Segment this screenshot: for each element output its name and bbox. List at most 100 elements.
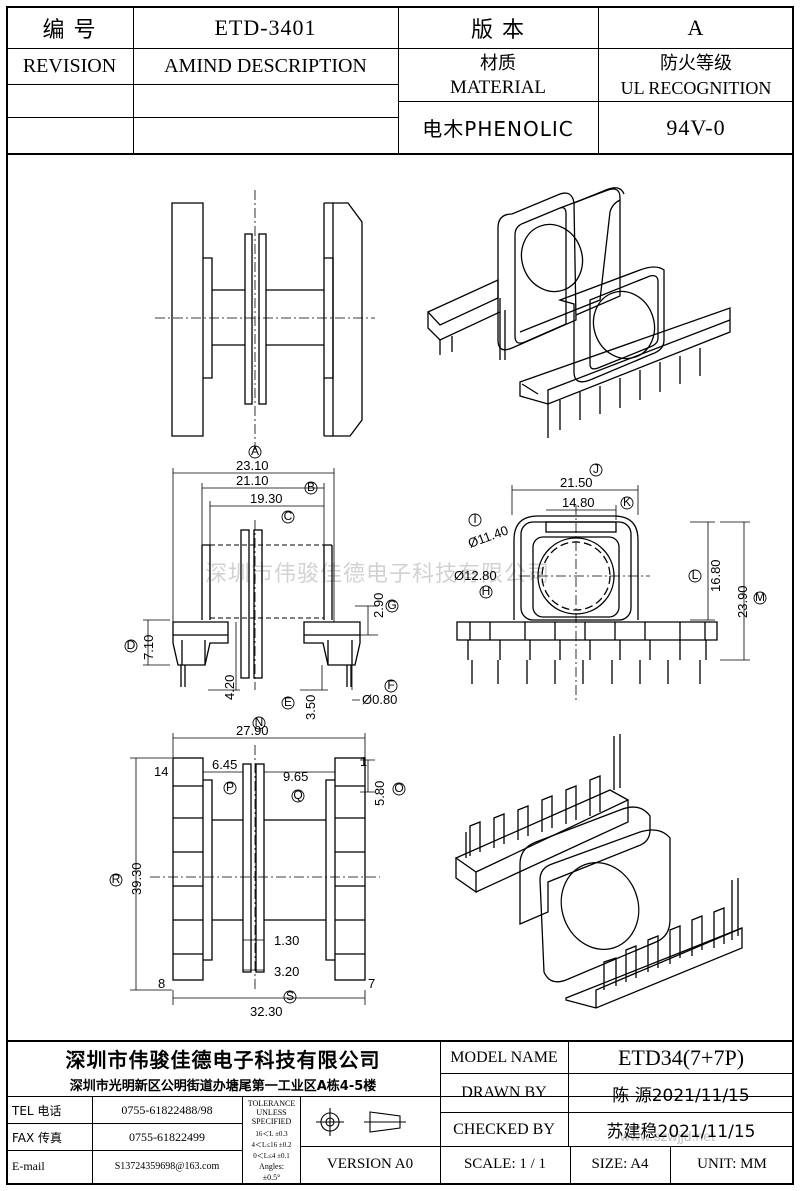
letter-h: H: [482, 584, 491, 598]
pin-8: 8: [158, 976, 165, 991]
fax-label: FAX 传真: [12, 1130, 63, 1145]
company-address: 深圳市光明新区公明街道办塘尾第一工业区A栋4-5楼: [69, 1078, 377, 1094]
dim-f: Ø0.80: [362, 692, 397, 707]
tolerance-row-1: 16＜L ±0.3: [255, 1129, 288, 1138]
dim-c: 19.30: [250, 491, 283, 506]
dim-a: 23.10: [236, 458, 269, 473]
letter-s: S: [286, 989, 294, 1003]
dim-e: 3.50: [303, 695, 318, 720]
dim-d: 7.10: [141, 635, 156, 660]
tolerance-row-4: Angles:: [259, 1161, 284, 1171]
footer-divider: [570, 1146, 571, 1185]
pin-1: 1: [360, 754, 367, 769]
ul-value: 94V-0: [666, 114, 726, 140]
material-label-cn: 材质: [480, 53, 516, 74]
letter-d: D: [127, 638, 136, 652]
email-label: E-mail: [12, 1158, 45, 1173]
letter-m: M: [755, 590, 765, 604]
model-label: MODEL NAME: [450, 1048, 558, 1066]
letter-g: G: [387, 598, 396, 612]
material-label-en: MATERIAL: [449, 77, 547, 98]
letter-a: A: [251, 444, 259, 458]
footer-divider: [6, 1040, 794, 1042]
dim-s: 32.30: [250, 1004, 283, 1019]
letter-c: C: [284, 509, 293, 523]
tolerance-title: TOLERANCE UNLESS SPECIFIED: [247, 1098, 296, 1126]
dim-i: Ø11.40: [466, 522, 510, 550]
footer-divider: [300, 1146, 440, 1147]
version-label: VERSION A0: [326, 1155, 414, 1172]
letter-j: J: [593, 462, 599, 476]
footer-divider: [568, 1040, 569, 1146]
drawing-sheet: [6, 6, 794, 1185]
footer-divider: [92, 1096, 93, 1185]
company-name: 深圳市伟骏佳德电子科技有限公司: [65, 1047, 381, 1072]
dim-p: 6.45: [212, 757, 237, 772]
side-view: [456, 505, 718, 700]
material-value: 电木PHENOLIC: [422, 117, 574, 141]
footer-divider: [242, 1096, 243, 1185]
tel-value: 0755-61822488/98: [121, 1102, 213, 1117]
dim-h: Ø12.80: [454, 568, 497, 583]
header-divider: [398, 101, 794, 102]
scale-label: SCALE: 1 / 1: [463, 1155, 547, 1172]
dim-320: 3.20: [274, 964, 299, 979]
dim-n: 27.90: [236, 723, 269, 738]
footer-divider: [440, 1146, 794, 1147]
tolerance-row-3: 0＜L≤4 ±0.1: [253, 1151, 290, 1160]
footer-divider: [6, 1096, 794, 1097]
tolerance-row-5: ±0.5°: [262, 1172, 281, 1182]
version-label: 版 本: [471, 18, 525, 43]
letter-e: E: [284, 695, 292, 709]
description-label: AMIND DESCRIPTION: [164, 55, 367, 77]
letter-k: K: [623, 495, 631, 509]
dim-m: 23.90: [735, 585, 750, 618]
header-divider: [6, 117, 398, 118]
unit-label: UNIT: MM: [697, 1155, 767, 1172]
pin-7: 7: [368, 976, 375, 991]
tel-label: TEL 电话: [12, 1103, 62, 1118]
bottom-view: [150, 745, 380, 990]
header-divider: [598, 6, 599, 153]
ul-label-cn: 防火等级: [660, 53, 732, 74]
checked-label: CHECKED BY: [453, 1120, 555, 1138]
front-view: [172, 520, 361, 690]
dim-b: 21.10: [236, 473, 269, 488]
fax-value: 0755-61822499: [129, 1129, 205, 1144]
ul-label-en: UL RECOGNITION: [620, 77, 772, 98]
site-watermark: www.szwjjd.net: [620, 1128, 715, 1144]
footer-divider: [440, 1112, 794, 1113]
footer-divider: [6, 1150, 242, 1151]
drawn-label: DRAWN BY: [461, 1084, 547, 1101]
iso-view-bottom: [454, 734, 743, 1009]
drawn-value: 陈 源2021/11/15: [612, 1085, 750, 1106]
watermark: 深圳市伟骏佳德电子科技有限公司: [205, 562, 551, 587]
footer-divider: [440, 1040, 441, 1185]
iso-view-top: [426, 187, 731, 438]
letter-i: I: [473, 512, 476, 526]
footer-divider: [300, 1096, 301, 1185]
version-value: A: [687, 15, 705, 40]
footer-divider: [6, 1123, 242, 1124]
dim-r: 39.30: [129, 862, 144, 895]
letter-n: N: [255, 715, 264, 729]
dim-q: 9.65: [283, 769, 308, 784]
email-value[interactable]: S13724359698@163.com: [114, 1160, 220, 1172]
letter-o: O: [394, 781, 403, 795]
dim-o: 5.80: [372, 781, 387, 806]
header-divider: [6, 84, 398, 85]
footer-divider: [670, 1146, 671, 1185]
letter-b: B: [307, 480, 315, 494]
size-label: SIZE: A4: [591, 1155, 649, 1172]
dim-g: 2.90: [371, 593, 386, 618]
dim-l: 16.80: [708, 559, 723, 592]
dim-420: 4.20: [222, 675, 237, 700]
header-divider: [6, 48, 794, 49]
letter-r: R: [112, 872, 121, 886]
header-divider: [398, 6, 399, 153]
tolerance-row-2: 4＜L≤16 ±0.2: [251, 1140, 292, 1149]
letter-p: P: [226, 780, 234, 794]
dim-130: 1.30: [274, 933, 299, 948]
header-divider: [133, 6, 134, 153]
